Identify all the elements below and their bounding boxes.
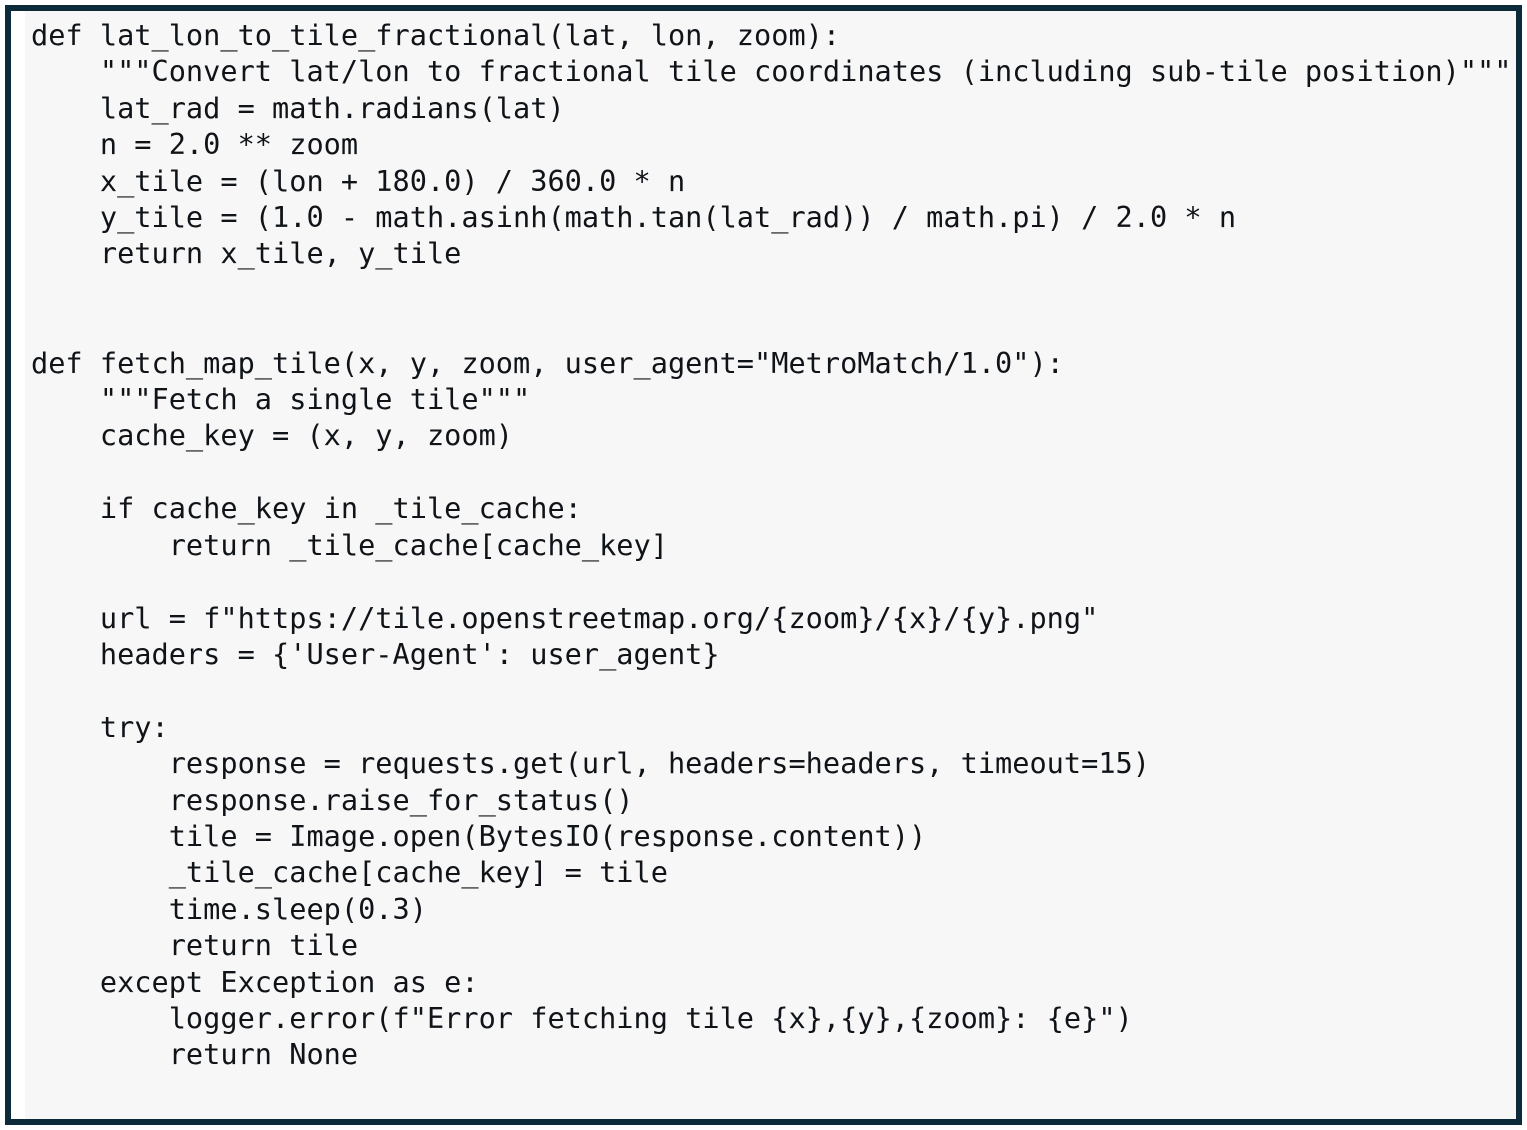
code-line: time.sleep(0.3) — [31, 891, 427, 926]
code-line: _tile_cache[cache_key] = tile — [31, 855, 668, 890]
code-surface: def lat_lon_to_tile_fractional(lat, lon,… — [25, 11, 1516, 1119]
code-block: def lat_lon_to_tile_fractional(lat, lon,… — [31, 17, 1511, 1073]
code-line: n = 2.0 ** zoom — [31, 127, 359, 162]
code-line: lat_rad = math.radians(lat) — [31, 90, 565, 125]
code-line: def fetch_map_tile(x, y, zoom, user_agen… — [31, 345, 1064, 380]
code-line: try: — [31, 709, 169, 744]
code-line: response.raise_for_status() — [31, 782, 634, 817]
code-line: url = f"https://tile.openstreetmap.org/{… — [31, 600, 1099, 635]
code-line: return x_tile, y_tile — [31, 236, 462, 271]
code-line — [31, 272, 1511, 308]
code-line: return _tile_cache[cache_key] — [31, 527, 668, 562]
code-line: logger.error(f"Error fetching tile {x},{… — [31, 1000, 1133, 1035]
code-line: """Convert lat/lon to fractional tile co… — [31, 54, 1512, 89]
code-line: headers = {'User-Agent': user_agent} — [31, 636, 720, 671]
code-line: cache_key = (x, y, zoom) — [31, 418, 514, 453]
code-screenshot-frame: def lat_lon_to_tile_fractional(lat, lon,… — [5, 5, 1522, 1125]
code-line — [31, 454, 1511, 490]
code-line: x_tile = (lon + 180.0) / 360.0 * n — [31, 163, 686, 198]
code-line: tile = Image.open(BytesIO(response.conte… — [31, 818, 927, 853]
code-line: y_tile = (1.0 - math.asinh(math.tan(lat_… — [31, 200, 1237, 235]
code-line — [31, 563, 1511, 599]
code-line — [31, 672, 1511, 708]
code-line — [31, 308, 1511, 344]
code-line: response = requests.get(url, headers=hea… — [31, 746, 1150, 781]
code-line: except Exception as e: — [31, 964, 479, 999]
code-line: """Fetch a single tile""" — [31, 382, 531, 417]
code-line: if cache_key in _tile_cache: — [31, 491, 582, 526]
code-line: return tile — [31, 928, 359, 963]
code-line: def lat_lon_to_tile_fractional(lat, lon,… — [31, 18, 841, 52]
code-line: return None — [31, 1037, 359, 1072]
